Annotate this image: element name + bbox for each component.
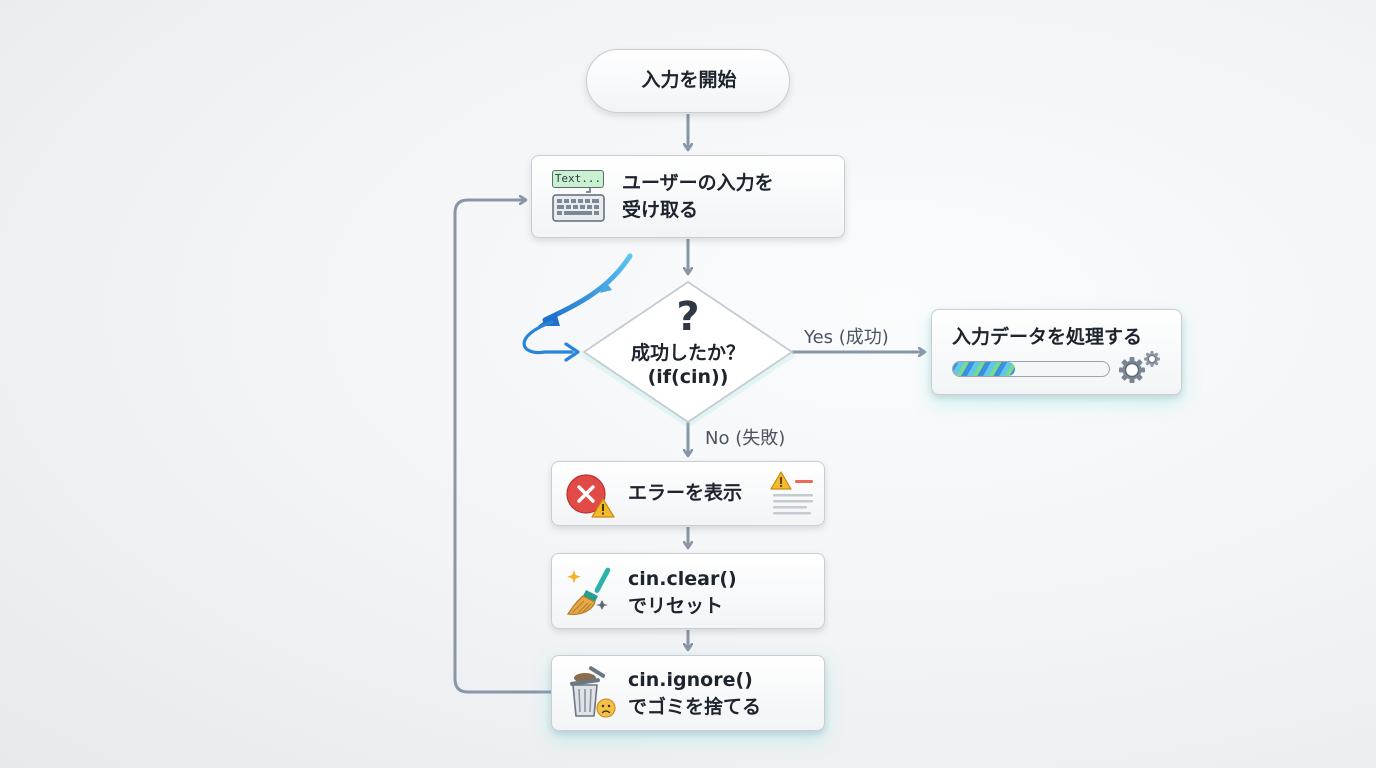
no-edge-label: No (失敗): [705, 428, 786, 449]
error-node: エラーを表示: [551, 461, 825, 526]
progress-bar-fill: [953, 362, 1016, 376]
text-bubble: Text...: [552, 170, 604, 188]
ignore-line2: でゴミを捨てる: [628, 696, 762, 718]
decision-question-mark: ?: [676, 294, 700, 340]
receive-line2: 受け取る: [622, 199, 699, 221]
ignore-line1: cin.ignore(): [628, 669, 753, 691]
yes-edge-label: Yes (成功): [804, 327, 889, 348]
clear-line1: cin.clear(): [628, 568, 737, 590]
decision-line2: (if(cin)): [647, 366, 729, 388]
loop-back-arrow: [453, 200, 552, 694]
text-tag-label: Text...: [554, 172, 602, 185]
start-node: 入力を開始: [586, 49, 790, 113]
retry-swoosh-icon: [522, 253, 633, 362]
progress-bar: [952, 361, 1110, 377]
process-label: 入力データを処理する: [952, 326, 1143, 348]
error-label: エラーを表示: [628, 482, 743, 504]
keyboard-icon: Text...: [552, 170, 606, 224]
clear-node: cin.clear() でリセット: [551, 553, 825, 629]
start-label: 入力を開始: [641, 69, 737, 91]
receive-line1: ユーザーの入力を: [622, 172, 774, 194]
error-x-icon: [566, 474, 615, 518]
gears-icon: [1119, 351, 1160, 383]
broom-icon: [566, 567, 611, 615]
decision-line1: 成功したか？: [630, 342, 745, 364]
receive-input-node: Text... ユーザーの入力を 受け取る: [531, 155, 845, 238]
trash-can-icon: [570, 666, 616, 718]
ignore-node: cin.ignore() でゴミを捨てる: [551, 655, 825, 731]
decision-diamond: [580, 280, 796, 428]
process-data-node: 入力データを処理する: [931, 309, 1182, 395]
clear-line2: でリセット: [628, 595, 724, 617]
warning-document-icon: [770, 471, 813, 515]
